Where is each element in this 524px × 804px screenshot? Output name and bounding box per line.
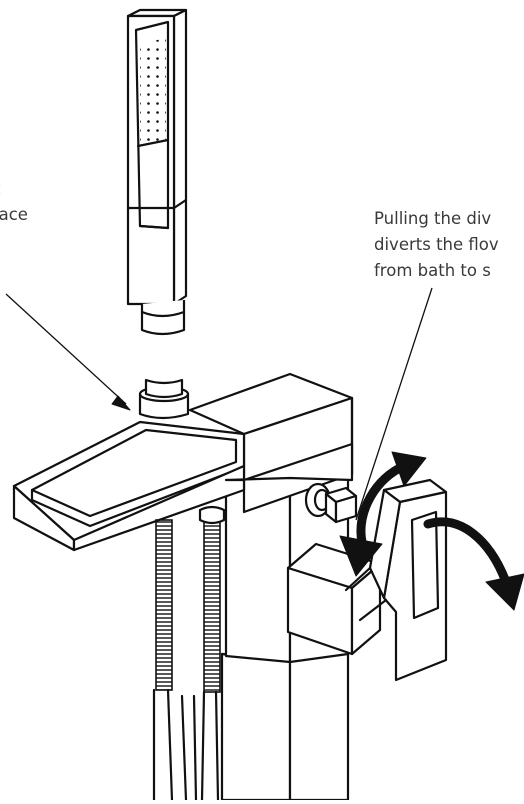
callout-right-line-1: Pulling the div (374, 209, 492, 228)
shower-hoses (152, 505, 226, 802)
body-front (224, 442, 354, 482)
hand-shower (126, 8, 188, 336)
diverter-knob (304, 482, 358, 524)
hose-connector (138, 378, 190, 420)
callout-right-line-2: diverts the flov (374, 235, 499, 254)
mixer-lever (286, 478, 448, 682)
callout-right-line-3: from bath to s (374, 261, 491, 280)
rotate-arrow-icon (339, 451, 427, 577)
leader-line (5, 287, 433, 521)
callout-left-line-1: t (0, 176, 28, 202)
callout-label-right: Pulling the div diverts the flov from ba… (374, 206, 499, 284)
callout-left-line-2: lace (0, 205, 28, 224)
waterfall-spout (12, 420, 246, 552)
lever-arrow-icon (423, 517, 524, 611)
callout-label-left: t lace (0, 176, 28, 228)
